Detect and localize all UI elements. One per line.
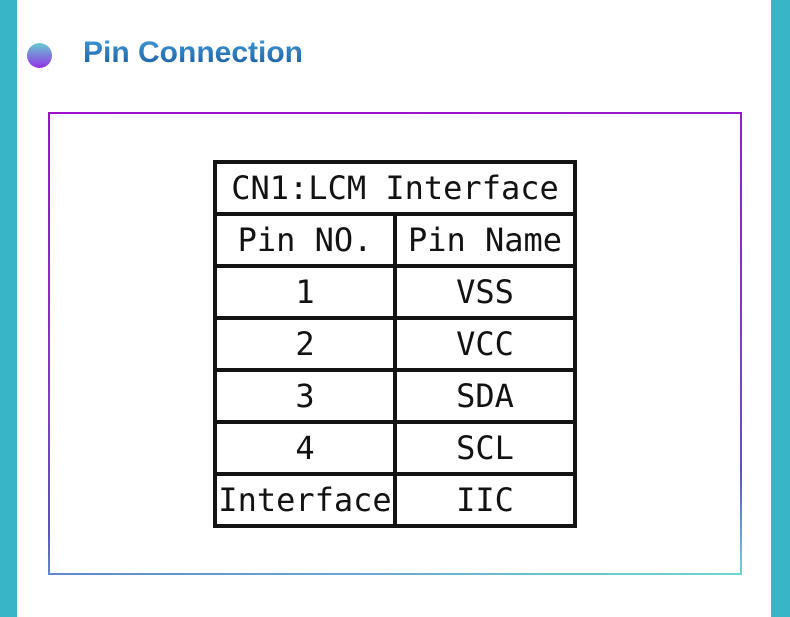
section-title: Pin Connection	[83, 36, 303, 69]
right-accent-strip	[771, 0, 790, 617]
pin-no-cell: Interface	[213, 471, 397, 528]
column-header-pin-name: Pin Name	[393, 211, 577, 268]
pin-name-cell: VSS	[393, 263, 577, 320]
pin-connection-table: CN1:LCM Interface Pin NO. Pin Name 1 VSS…	[213, 159, 577, 528]
table-row: 1 VSS	[213, 263, 577, 320]
pin-name-cell: SCL	[393, 419, 577, 476]
section-bullet-icon	[27, 43, 52, 68]
pin-connection-panel: CN1:LCM Interface Pin NO. Pin Name 1 VSS…	[48, 112, 742, 575]
pin-no-cell: 4	[213, 419, 397, 476]
pin-name-cell: IIC	[393, 471, 577, 528]
pin-no-cell: 2	[213, 315, 397, 372]
pin-name-cell: SDA	[393, 367, 577, 424]
table-row: 4 SCL	[213, 419, 577, 476]
left-accent-strip	[0, 0, 17, 617]
table-title-row: CN1:LCM Interface	[213, 159, 577, 216]
column-header-pin-no: Pin NO.	[213, 211, 397, 268]
table-row: Interface IIC	[213, 471, 577, 528]
pin-name-cell: VCC	[393, 315, 577, 372]
table-row: 2 VCC	[213, 315, 577, 372]
pin-no-cell: 1	[213, 263, 397, 320]
table-row: 3 SDA	[213, 367, 577, 424]
pin-no-cell: 3	[213, 367, 397, 424]
table-header-row: Pin NO. Pin Name	[213, 211, 577, 268]
table-title-cell: CN1:LCM Interface	[213, 159, 577, 216]
